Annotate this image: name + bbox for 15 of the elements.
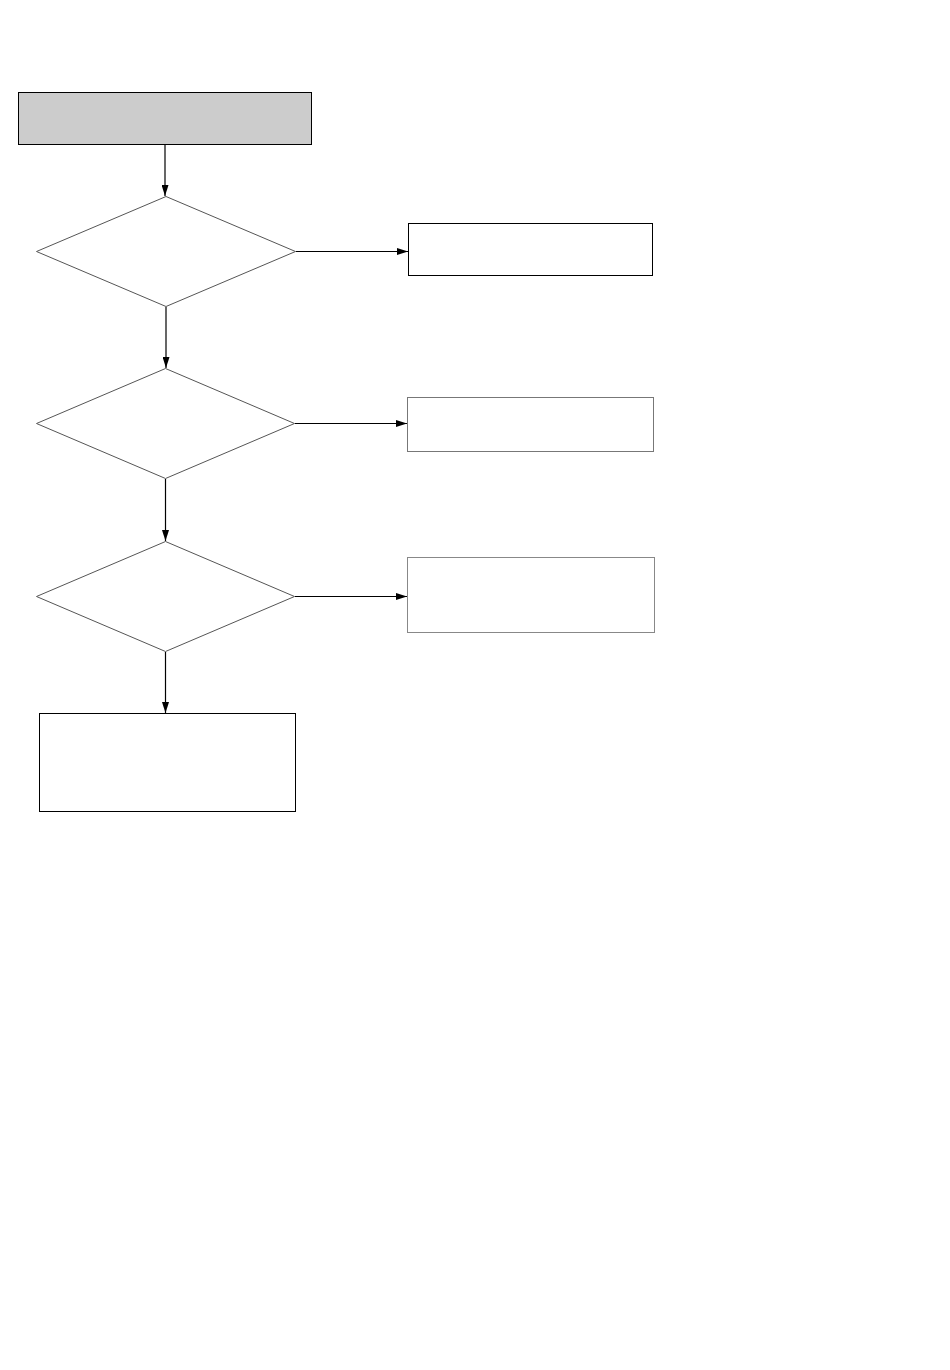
arrow [162, 306, 170, 369]
decision-diamond [36, 541, 295, 652]
arrow [161, 144, 169, 197]
process-box [407, 557, 655, 633]
process-box [408, 223, 653, 276]
decision-diamond [36, 196, 296, 307]
arrow [295, 248, 409, 255]
arrow [162, 478, 169, 542]
arrow [162, 651, 169, 714]
process-box [39, 713, 296, 812]
process-box [407, 397, 654, 452]
process-box [18, 92, 312, 145]
arrow [294, 593, 408, 600]
decision-diamond [36, 368, 295, 479]
arrow [294, 420, 408, 427]
